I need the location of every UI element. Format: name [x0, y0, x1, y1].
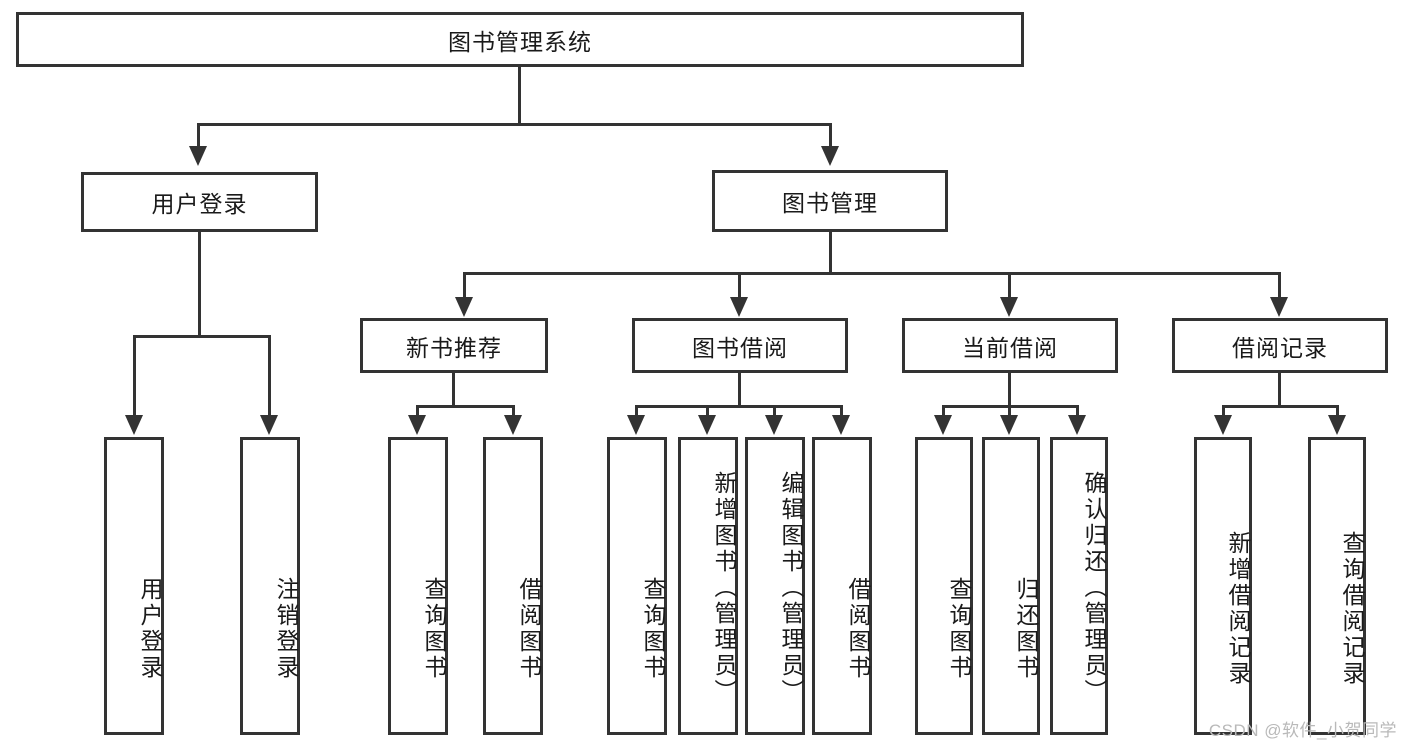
connector-borrow-drop-3	[773, 405, 776, 417]
connector-level3-drop-2	[738, 272, 741, 298]
arrowhead-leaf-logout	[260, 415, 278, 435]
arrowhead-new-book-recommend	[455, 297, 473, 317]
leaf-label: 用户登录	[137, 576, 163, 681]
node-label: 图书管理系统	[448, 28, 592, 55]
node-book-management[interactable]: 图书管理	[712, 170, 948, 232]
arrowhead-user-login	[189, 146, 207, 166]
leaf-label: 归还图书	[1013, 576, 1039, 681]
node-new-book-recommend[interactable]: 新书推荐	[360, 318, 548, 373]
connector-current-drop-2	[1008, 405, 1011, 417]
connector-record-stem	[1278, 373, 1281, 405]
leaf-borrow-borrow-book[interactable]: 借阅图书	[812, 437, 872, 735]
arrowhead-leaf-query-book-1	[408, 415, 426, 435]
leaf-borrow-add-book[interactable]: 新增图书（管理员）	[678, 437, 738, 735]
arrowhead-leaf-confirm-return	[1068, 415, 1086, 435]
connector-book-mgmt-stem	[829, 232, 832, 272]
arrowhead-leaf-borrow-book-2	[832, 415, 850, 435]
arrowhead-leaf-query-book-2	[627, 415, 645, 435]
leaf-label: 确认归还（管理员）	[1081, 471, 1107, 705]
leaf-label: 查询图书	[640, 576, 666, 681]
connector-borrow-drop-1	[635, 405, 638, 417]
leaf-label: 编辑图书（管理员）	[778, 471, 804, 705]
leaf-label: 注销登录	[273, 576, 299, 681]
node-label: 新书推荐	[406, 334, 502, 361]
node-label: 图书管理	[782, 190, 878, 216]
connector-user-login-stem	[198, 232, 201, 335]
arrowhead-leaf-borrow-book-1	[504, 415, 522, 435]
connector-level3-drop-1	[463, 272, 466, 298]
node-label: 借阅记录	[1232, 334, 1328, 361]
node-book-borrow[interactable]: 图书借阅	[632, 318, 848, 373]
arrowhead-book-borrow	[730, 297, 748, 317]
connector-borrow-drop-4	[840, 405, 843, 417]
leaf-borrow-query-book[interactable]: 查询图书	[607, 437, 667, 735]
leaf-record-add[interactable]: 新增借阅记录	[1194, 437, 1252, 735]
connector-level3-drop-4	[1278, 272, 1281, 298]
leaf-current-query-book[interactable]: 查询图书	[915, 437, 973, 735]
node-label: 当前借阅	[962, 334, 1058, 361]
arrowhead-leaf-user-login	[125, 415, 143, 435]
connector-recommend-stem	[452, 373, 455, 405]
connector-root-stem	[518, 67, 521, 123]
connector-level3-drop-3	[1008, 272, 1011, 298]
arrowhead-leaf-add-book	[698, 415, 716, 435]
connector-current-stem	[1008, 373, 1011, 405]
connector-borrow-stem	[738, 373, 741, 405]
leaf-label: 新增借阅记录	[1225, 530, 1251, 687]
arrowhead-leaf-add-record	[1214, 415, 1232, 435]
connector-level2-drop-right	[829, 123, 832, 147]
connector-level2-drop-left	[197, 123, 200, 147]
connector-recommend-bus	[416, 405, 515, 408]
connector-current-drop-1	[942, 405, 945, 417]
leaf-label: 新增图书（管理员）	[711, 471, 737, 705]
connector-user-login-drop-1	[133, 335, 136, 417]
leaf-logout[interactable]: 注销登录	[240, 437, 300, 735]
connector-level2-bus	[197, 123, 831, 126]
leaf-record-query[interactable]: 查询借阅记录	[1308, 437, 1366, 735]
connector-user-login-drop-2	[268, 335, 271, 417]
leaf-recommend-borrow-book[interactable]: 借阅图书	[483, 437, 543, 735]
leaf-label: 借阅图书	[845, 576, 871, 681]
leaf-borrow-edit-book[interactable]: 编辑图书（管理员）	[745, 437, 805, 735]
leaf-recommend-query-book[interactable]: 查询图书	[388, 437, 448, 735]
leaf-current-confirm-return[interactable]: 确认归还（管理员）	[1050, 437, 1108, 735]
arrowhead-leaf-query-record	[1328, 415, 1346, 435]
leaf-label: 查询图书	[946, 576, 972, 681]
connector-record-drop-2	[1336, 405, 1339, 417]
arrowhead-leaf-query-book-3	[934, 415, 952, 435]
connector-borrow-bus	[635, 405, 843, 408]
connector-record-drop-1	[1222, 405, 1225, 417]
leaf-label: 借阅图书	[516, 576, 542, 681]
leaf-user-login[interactable]: 用户登录	[104, 437, 164, 735]
leaf-label: 查询借阅记录	[1339, 530, 1365, 687]
node-label: 图书借阅	[692, 334, 788, 361]
connector-current-drop-3	[1076, 405, 1079, 417]
arrowhead-book-management	[821, 146, 839, 166]
arrowhead-current-borrow	[1000, 297, 1018, 317]
leaf-label: 查询图书	[421, 576, 447, 681]
connector-borrow-drop-2	[706, 405, 709, 417]
connector-recommend-drop-1	[416, 405, 419, 417]
connector-user-login-bus	[133, 335, 268, 338]
node-label: 用户登录	[151, 191, 248, 217]
connector-recommend-drop-2	[512, 405, 515, 417]
node-current-borrow[interactable]: 当前借阅	[902, 318, 1118, 373]
leaf-current-return-book[interactable]: 归还图书	[982, 437, 1040, 735]
arrowhead-borrow-record	[1270, 297, 1288, 317]
node-root-system[interactable]: 图书管理系统	[16, 12, 1024, 67]
arrowhead-leaf-edit-book	[765, 415, 783, 435]
arrowhead-leaf-return-book	[1000, 415, 1018, 435]
node-user-login[interactable]: 用户登录	[81, 172, 318, 232]
node-borrow-record[interactable]: 借阅记录	[1172, 318, 1388, 373]
connector-level3-bus	[463, 272, 1281, 275]
connector-record-bus	[1222, 405, 1339, 408]
